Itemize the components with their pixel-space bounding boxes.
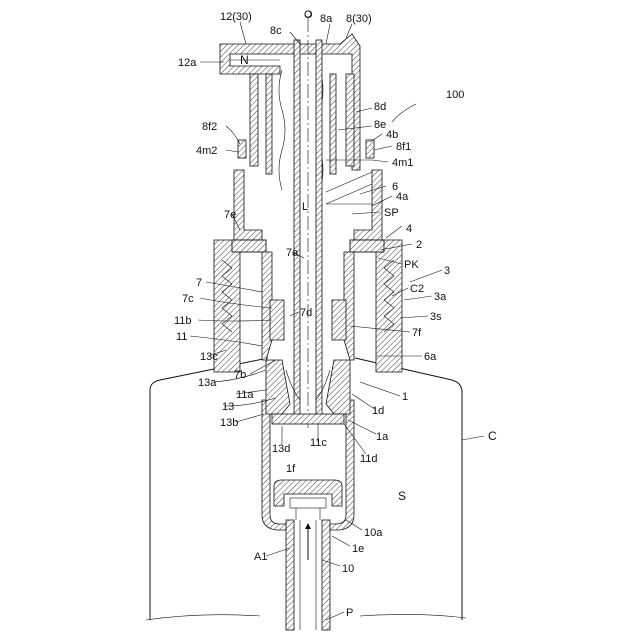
label-8a: 8a [320,13,333,25]
label-12: 12(30) [220,11,252,23]
label-13d: 13d [272,443,290,455]
label-13a: 13a [198,377,217,389]
label-11d: 11d [360,453,378,465]
label-11: 11 [176,331,187,343]
label-1e: 1e [352,543,364,555]
label-sp: SP [384,207,399,219]
label-3a: 3a [434,291,447,303]
label-8f2: 8f2 [202,121,217,133]
label-s: S [398,489,406,503]
label-10a: 10a [364,527,383,539]
label-p: P [346,607,353,619]
label-8f1: 8f1 [396,141,411,153]
label-pk: PK [404,259,419,271]
label-c2: C2 [410,283,424,295]
label-7f: 7f [412,327,422,339]
label-7: 7 [196,277,202,289]
label-11a: 11a [236,389,254,401]
label-4a: 4a [396,191,409,203]
label-4m2: 4m2 [196,145,217,157]
label-100: 100 [446,89,464,101]
label-n: N [240,53,249,67]
label-3s: 3s [430,311,442,323]
label-l: L [302,201,308,213]
label-6a: 6a [424,351,437,363]
label-10: 10 [342,563,354,575]
label-4m1: 4m1 [392,157,413,169]
label-4: 4 [406,223,412,235]
label-12a: 12a [178,57,197,69]
label-7a: 7a [286,247,299,259]
label-7b: 7b [234,369,246,381]
label-2: 2 [416,239,422,251]
label-11b: 11b [174,315,192,327]
label-1d: 1d [372,405,384,417]
label-8: 8(30) [346,13,372,25]
label-7d: 7d [300,307,312,319]
label-c: C [488,429,497,443]
label-13c: 13c [200,351,218,363]
label-11c: 11c [310,437,327,449]
stem-7 [294,11,322,430]
label-8c: 8c [270,25,282,37]
label-1f: 1f [286,463,296,475]
label-4b: 4b [386,129,398,141]
label-3: 3 [444,265,450,277]
label-8e: 8e [374,119,386,131]
label-1: 1 [402,391,408,403]
label-7c: 7c [182,293,194,305]
label-8d: 8d [374,101,386,113]
label-o: O [304,9,313,21]
label-1a: 1a [376,431,389,443]
label-13: 13 [222,401,234,413]
label-7e: 7e [224,209,236,221]
label-a1: A1 [254,551,267,563]
label-13b: 13b [220,417,238,429]
